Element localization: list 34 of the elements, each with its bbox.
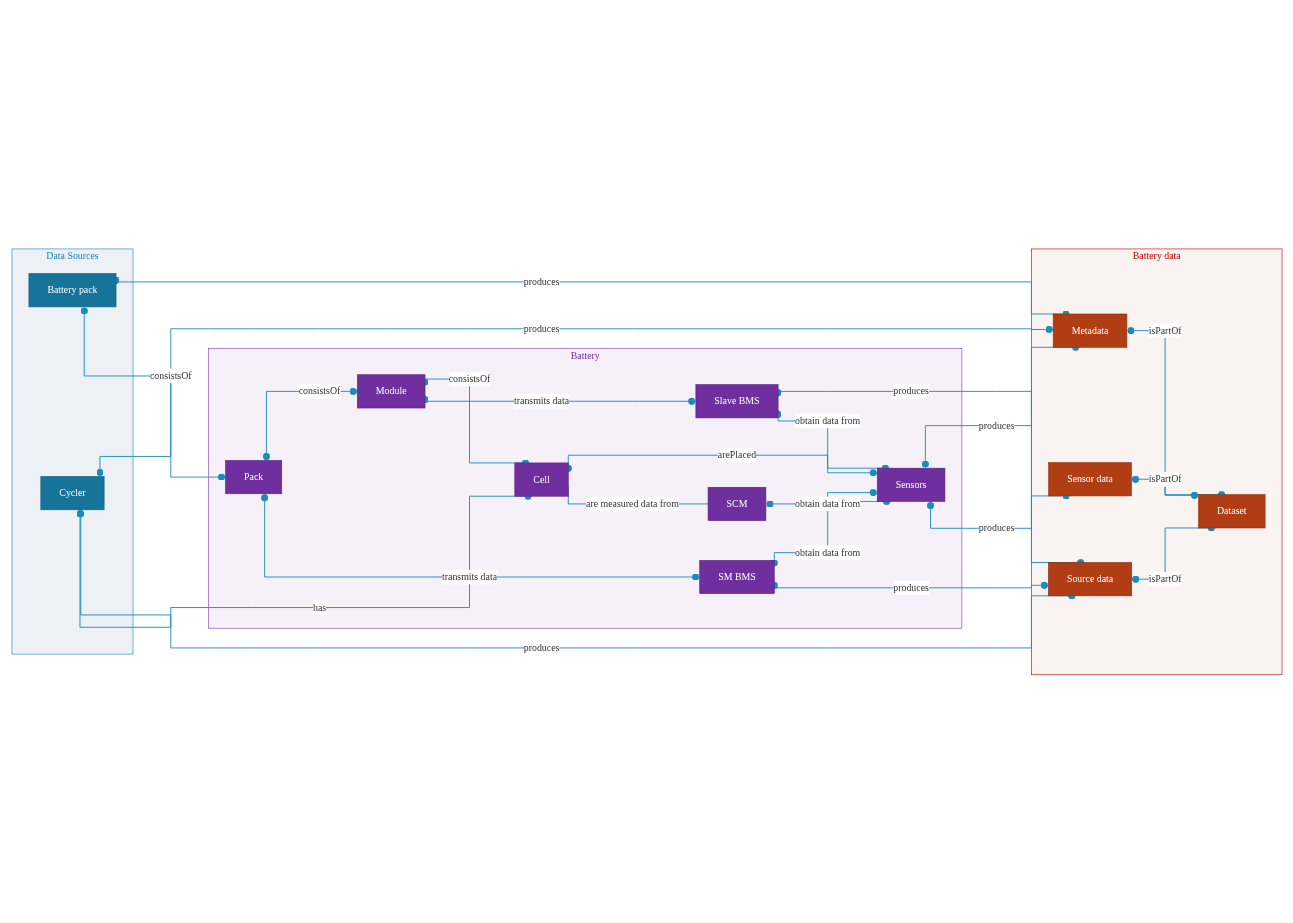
edge-label: obtain data from bbox=[794, 498, 860, 509]
edge-label: are measured data from bbox=[585, 498, 679, 509]
edge-label: isPartOf bbox=[1148, 324, 1182, 336]
edge-label: obtain data from bbox=[794, 546, 860, 558]
edge-label: arePlaced bbox=[717, 449, 756, 460]
node-box: Source data bbox=[1047, 561, 1132, 596]
node-box: Dataset bbox=[1197, 494, 1265, 528]
edge-label: transmits data bbox=[513, 395, 569, 406]
edge-label: has bbox=[312, 601, 326, 613]
edge-label: consistsOf bbox=[298, 385, 340, 396]
node-box: SM BMS bbox=[698, 559, 775, 594]
node-box: Metadata bbox=[1052, 313, 1127, 348]
edge-label: transmits data bbox=[441, 571, 497, 582]
node-box: Sensor data bbox=[1047, 461, 1132, 496]
node-box: Pack bbox=[224, 459, 282, 494]
node-box: Battery pack bbox=[28, 272, 116, 307]
edge-label: obtain data from bbox=[794, 415, 860, 426]
node-box: Cell bbox=[514, 462, 569, 497]
edge-label: produces bbox=[523, 322, 559, 334]
edge-label: isPartOf bbox=[1148, 473, 1182, 484]
node-box: Sensors bbox=[876, 467, 945, 502]
edge-label: produces bbox=[523, 642, 559, 653]
edge-label: produces bbox=[523, 276, 559, 287]
edge-label: produces bbox=[978, 419, 1014, 431]
edge-label: produces bbox=[892, 581, 929, 593]
node-box: SCM bbox=[707, 486, 766, 521]
node-box: Cycler bbox=[40, 475, 104, 510]
edge-label: consistsOf bbox=[448, 373, 490, 384]
edge-label: consistsOf bbox=[149, 370, 192, 381]
edge-label: produces bbox=[978, 522, 1014, 533]
edge-label: isPartOf bbox=[1148, 573, 1182, 584]
node-box: Module bbox=[356, 374, 425, 408]
node-box: Slave BMS bbox=[695, 383, 778, 418]
edge-label: produces bbox=[892, 385, 929, 396]
